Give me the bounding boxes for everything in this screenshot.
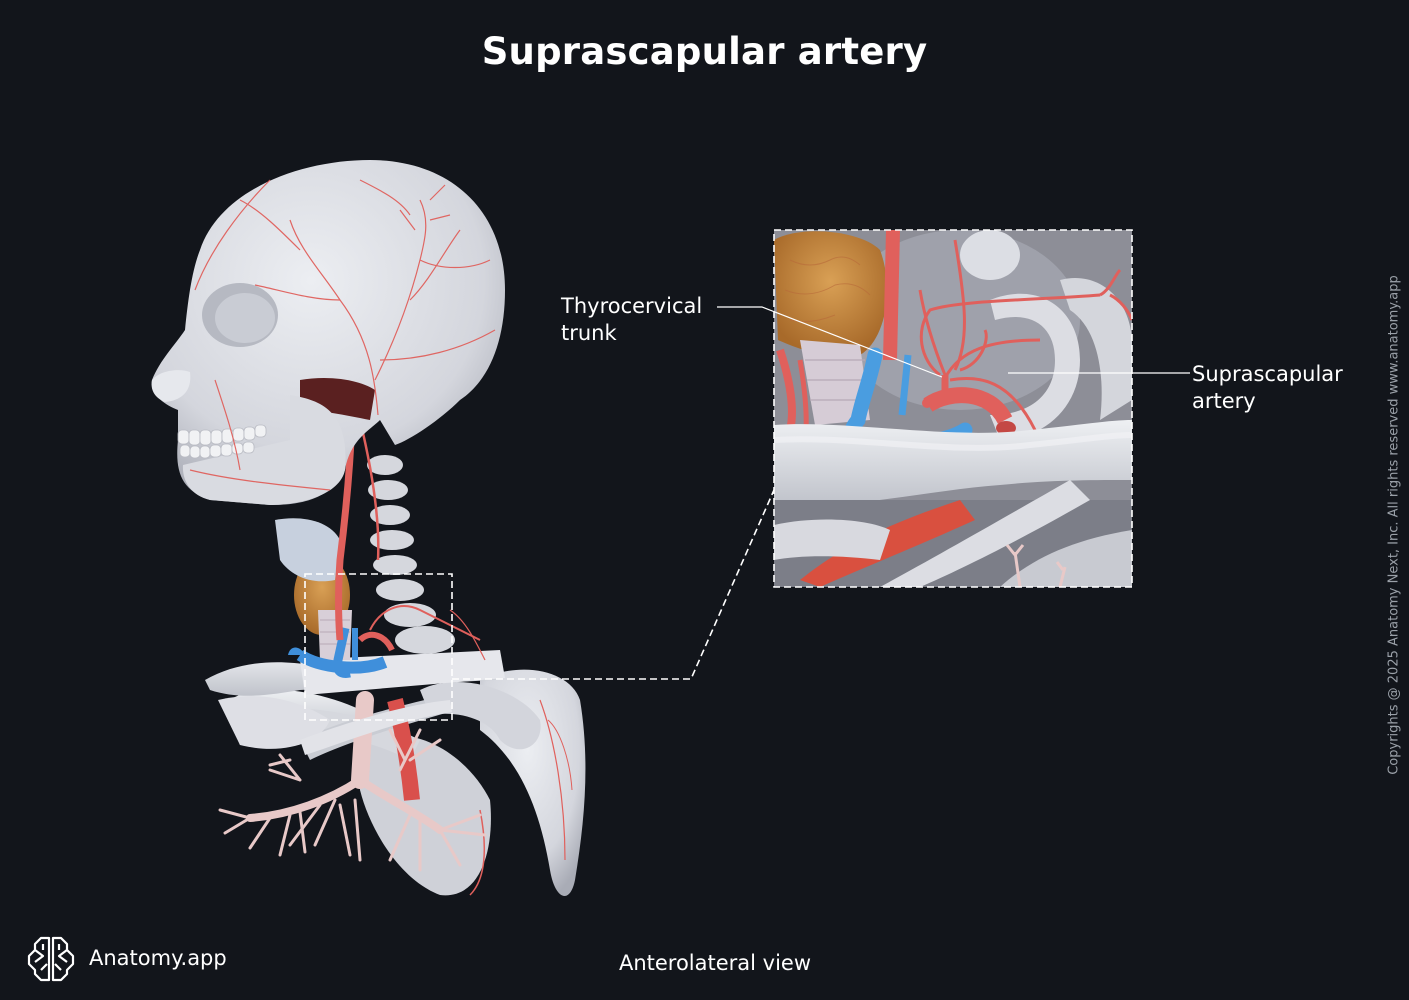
- label-line-1: Thyrocervical: [561, 294, 703, 318]
- brand-name: Anatomy.app: [89, 946, 227, 970]
- inset-frame: [773, 229, 1133, 588]
- label-suprascapular-artery: Suprascapular artery: [1192, 361, 1343, 415]
- page-title: Suprascapular artery: [481, 30, 928, 73]
- zoom-connector-line: [452, 489, 775, 680]
- brain-icon: [27, 936, 75, 982]
- label-thyrocervical-trunk: Thyrocervical trunk: [561, 293, 702, 347]
- label-line-2: trunk: [561, 321, 617, 345]
- leader-line-thyrocervical: [717, 306, 943, 378]
- brand-logo[interactable]: Anatomy.app: [25, 934, 227, 982]
- label-line-1: Suprascapular: [1192, 362, 1343, 386]
- copyright-notice: Copyrights @ 2025 Anatomy Next, Inc. All…: [1386, 275, 1402, 775]
- zoom-region-box: [304, 573, 453, 721]
- main-figure: [151, 160, 586, 897]
- inset-image: [774, 230, 1132, 587]
- label-line-2: artery: [1192, 389, 1256, 413]
- view-caption: Anterolateral view: [618, 951, 812, 975]
